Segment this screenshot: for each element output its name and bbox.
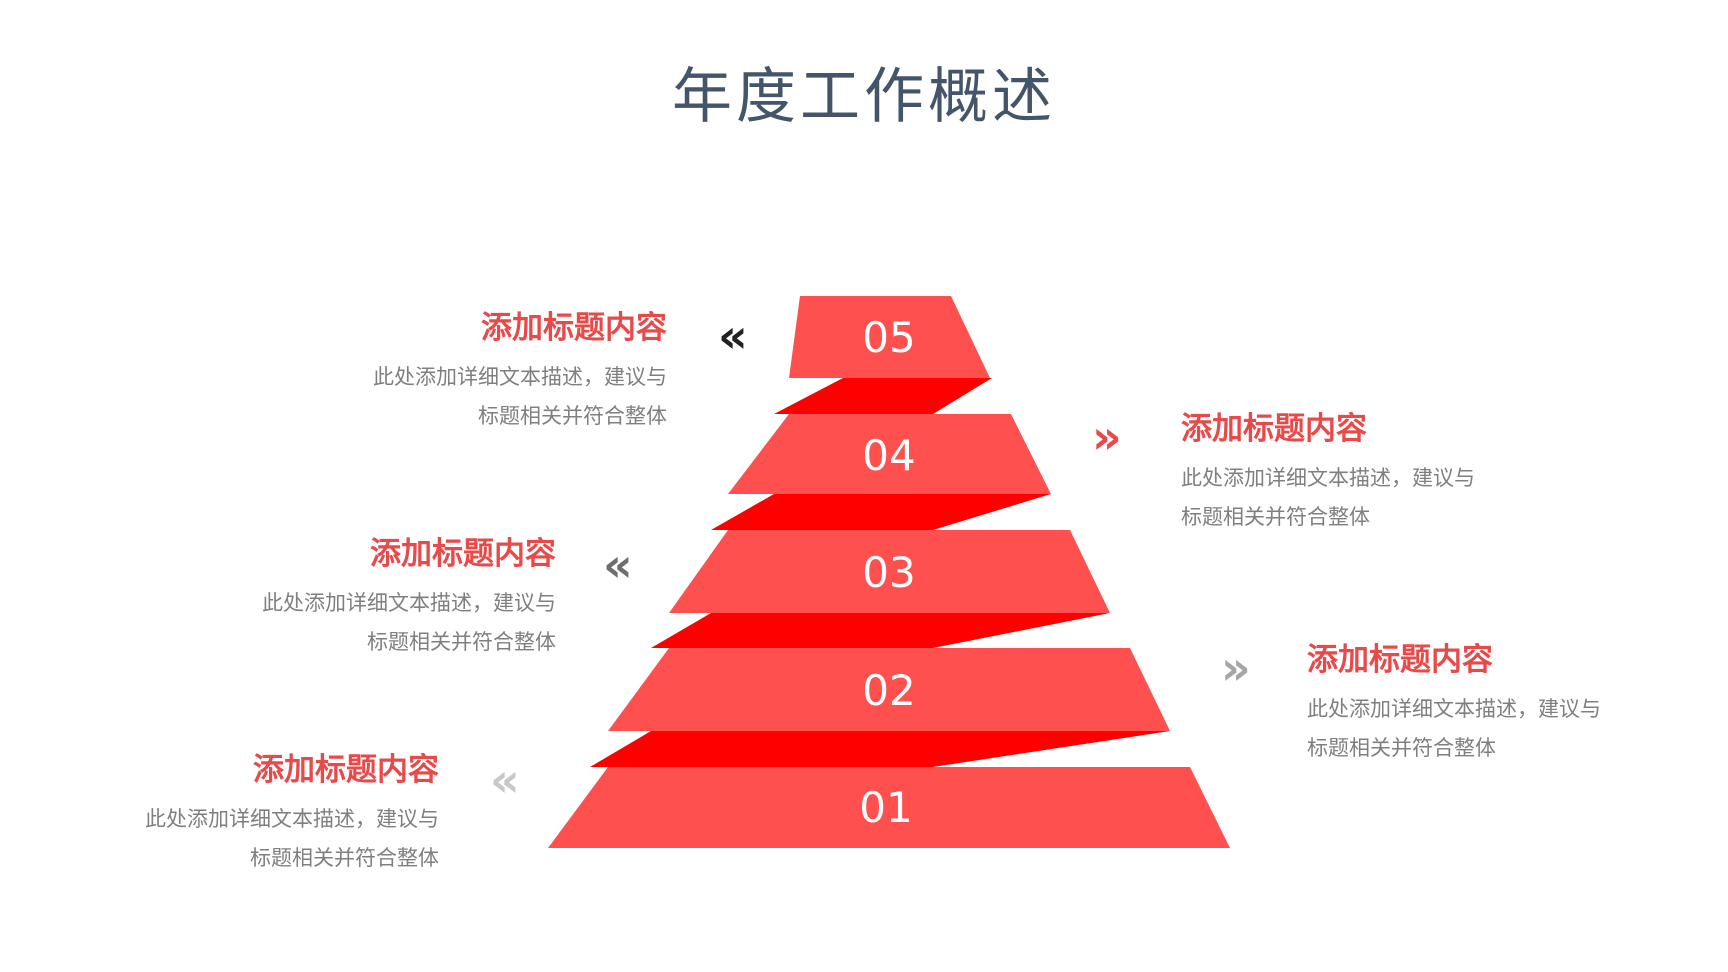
pyramid-band-03 — [669, 530, 1110, 613]
pyramid-band-01 — [548, 767, 1230, 848]
level-02-title: 添加标题内容 — [1307, 642, 1493, 678]
double-chevron-left-icon: « — [603, 538, 633, 592]
level-03-desc-line2: 标题相关并符合整体 — [367, 630, 556, 654]
page-title: 年度工作概述 — [672, 62, 1056, 132]
level-02-description: 此处添加详细文本描述，建议与 标题相关并符合整体 — [1307, 690, 1727, 768]
level-03-description: 此处添加详细文本描述，建议与 标题相关并符合整体 — [136, 584, 556, 662]
pyramid-band-05 — [789, 296, 990, 378]
level-number-04: 04 — [862, 431, 915, 480]
level-04-title: 添加标题内容 — [1181, 411, 1367, 447]
connector-4-5 — [774, 378, 992, 414]
double-chevron-right-icon: » — [1221, 641, 1251, 695]
level-03-title: 添加标题内容 — [370, 536, 556, 572]
level-05-description: 此处添加详细文本描述，建议与 标题相关并符合整体 — [247, 358, 667, 436]
level-05-desc-line1: 此处添加详细文本描述，建议与 — [373, 365, 667, 389]
level-number-02: 02 — [862, 666, 915, 715]
level-03-desc-line1: 此处添加详细文本描述，建议与 — [262, 591, 556, 615]
level-04-description: 此处添加详细文本描述，建议与 标题相关并符合整体 — [1181, 459, 1601, 537]
level-05-title: 添加标题内容 — [481, 310, 667, 346]
level-04-label: 添加标题内容 此处添加详细文本描述，建议与 标题相关并符合整体 — [1181, 409, 1601, 537]
level-01-desc-line1: 此处添加详细文本描述，建议与 — [145, 807, 439, 831]
level-04-desc-line1: 此处添加详细文本描述，建议与 — [1181, 466, 1475, 490]
level-number-01: 01 — [859, 783, 912, 832]
pyramid-band-04 — [728, 414, 1051, 494]
connector-2-3 — [651, 613, 1110, 648]
level-02-label: 添加标题内容 此处添加详细文本描述，建议与 标题相关并符合整体 — [1307, 640, 1727, 768]
level-02-desc-line2: 标题相关并符合整体 — [1307, 736, 1496, 760]
double-chevron-right-icon: » — [1092, 410, 1122, 464]
level-01-title: 添加标题内容 — [253, 752, 439, 788]
pyramid-band-02 — [608, 648, 1170, 731]
level-05-label: 添加标题内容 此处添加详细文本描述，建议与 标题相关并符合整体 — [247, 308, 667, 436]
level-03-label: 添加标题内容 此处添加详细文本描述，建议与 标题相关并符合整体 — [136, 534, 556, 662]
double-chevron-left-icon: « — [490, 753, 520, 807]
level-05-desc-line2: 标题相关并符合整体 — [478, 404, 667, 428]
level-04-desc-line2: 标题相关并符合整体 — [1181, 505, 1370, 529]
level-01-desc-line2: 标题相关并符合整体 — [250, 846, 439, 870]
connector-1-2 — [590, 731, 1170, 767]
double-chevron-left-icon: « — [718, 309, 748, 363]
connector-3-4 — [711, 494, 1051, 530]
level-01-label: 添加标题内容 此处添加详细文本描述，建议与 标题相关并符合整体 — [19, 750, 439, 878]
level-02-desc-line1: 此处添加详细文本描述，建议与 — [1307, 697, 1601, 721]
level-number-05: 05 — [862, 313, 915, 362]
level-number-03: 03 — [862, 548, 915, 597]
level-01-description: 此处添加详细文本描述，建议与 标题相关并符合整体 — [19, 800, 439, 878]
